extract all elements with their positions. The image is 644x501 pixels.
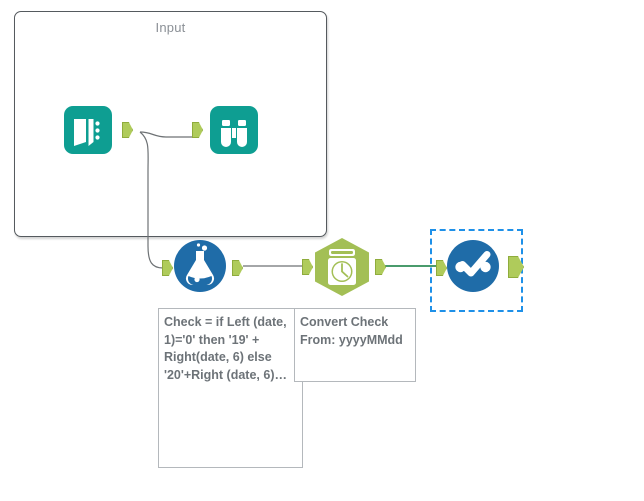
tool-container-label: Input [155,20,186,35]
node-browse-top[interactable] [192,104,272,160]
binoculars-icon [221,120,247,147]
tool-container-input[interactable]: Input [14,11,327,237]
node-select-records[interactable] [436,240,526,294]
formula-output-anchor[interactable] [232,260,243,276]
check-dots-icon [455,251,491,277]
datetime-output-anchor[interactable] [375,259,386,275]
open-book-icon [74,119,100,146]
browse-input-anchor[interactable] [192,122,203,138]
datetime-input-anchor[interactable] [302,259,313,275]
flask-icon [185,243,215,286]
formula-tool-body[interactable] [174,240,226,292]
annotation-formula[interactable]: Check = if Left (date, 1)='0' then '19' … [158,308,303,468]
formula-input-anchor[interactable] [162,260,173,276]
node-formula[interactable] [162,240,248,294]
datetime-tool-body[interactable] [315,238,369,296]
node-datetime[interactable] [302,238,392,296]
input-data-output-anchor[interactable] [122,122,133,138]
browse-tool-body[interactable] [210,106,258,154]
select-records-tool-body[interactable] [447,240,499,292]
select-records-input-anchor[interactable] [436,260,447,276]
input-data-tool-body[interactable] [64,106,112,154]
clock-calendar-icon [328,249,356,285]
select-records-output-anchor[interactable] [508,256,524,278]
annotation-datetime[interactable]: Convert Check From: yyyyMMdd [294,308,416,382]
node-input-data[interactable] [64,104,154,160]
